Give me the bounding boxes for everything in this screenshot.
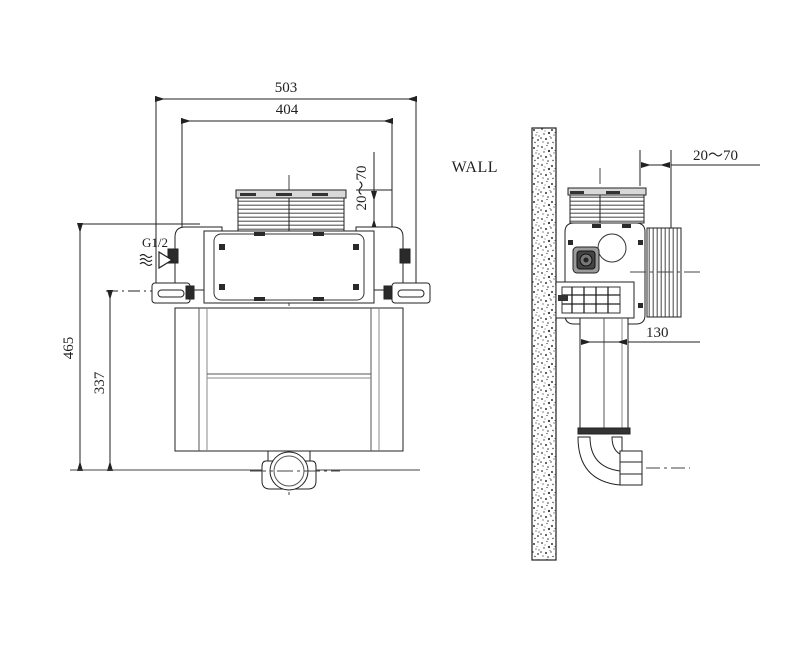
dimension-text-503: 503 — [275, 80, 298, 96]
side-top-ribbed-cap — [567, 187, 647, 224]
dimension-text-337: 337 — [92, 371, 108, 394]
dimension-text-465: 465 — [61, 337, 77, 360]
dimension-503 — [155, 96, 417, 300]
dimension-front-20-70 — [356, 152, 392, 232]
side-ribbed-flange — [630, 227, 700, 318]
side-lower-tank — [579, 317, 629, 429]
side-elbow-outlet — [577, 427, 690, 486]
side-view-group: WALL — [452, 127, 760, 561]
front-lower-tank — [174, 307, 404, 452]
wall-section — [531, 127, 557, 561]
dimension-text-130: 130 — [646, 325, 669, 341]
dimension-130 — [579, 322, 700, 348]
front-upper-body — [203, 230, 375, 304]
flow-direction-triangle-icon — [158, 250, 174, 270]
front-top-ribbed-cap — [235, 189, 347, 233]
dimension-text-front-20-70: 20～70 — [354, 165, 370, 210]
water-wave-icon — [139, 253, 153, 267]
front-view-group: G1/2 — [70, 96, 431, 495]
dimension-text-404: 404 — [276, 102, 299, 118]
inlet-thread-label: G1/2 — [142, 235, 168, 250]
front-flush-outlet — [250, 450, 340, 491]
side-control-grille — [555, 281, 635, 319]
dimension-text-side-20-70: 20～70 — [693, 148, 738, 164]
wall-label: WALL — [452, 159, 498, 176]
dimension-465 — [77, 223, 200, 471]
side-inlet-port — [597, 233, 627, 263]
front-inlet-marker: G1/2 — [139, 235, 174, 270]
side-valve-assembly — [572, 246, 600, 274]
